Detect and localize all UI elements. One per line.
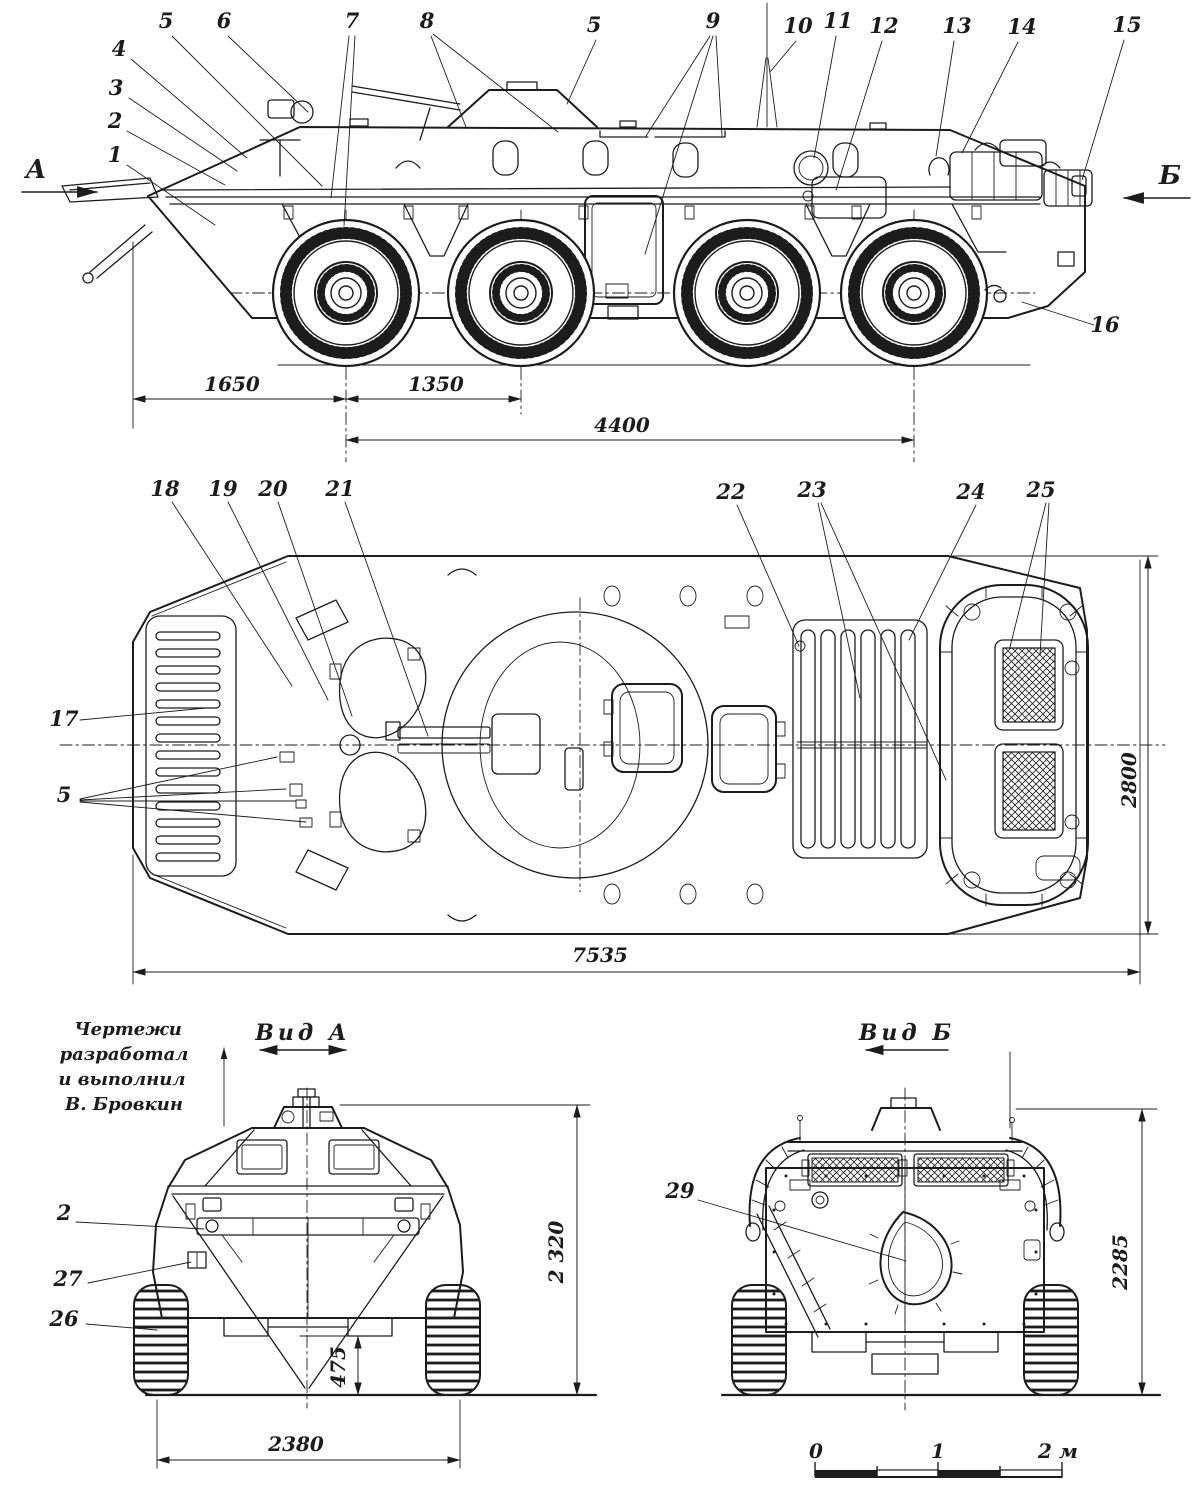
view-arrow-a-label: А xyxy=(23,155,46,185)
callout-14: 14 xyxy=(1007,14,1036,39)
credit-line-2: разработал xyxy=(60,1044,189,1065)
credit-line-4: В. Бровкин xyxy=(64,1094,183,1115)
callout-6: 6 xyxy=(217,8,232,33)
dim-1650: 1650 xyxy=(204,372,260,396)
callout-7: 7 xyxy=(345,8,360,33)
dim-1350: 1350 xyxy=(408,372,464,396)
callout-12: 12 xyxy=(869,13,898,38)
callout-5b: 5 xyxy=(587,12,602,37)
callout-15: 15 xyxy=(1112,12,1141,37)
callout-8: 8 xyxy=(419,8,435,33)
callout-11: 11 xyxy=(823,8,852,33)
dim-2285: 2285 xyxy=(1108,1234,1132,1291)
scale-label-0: 0 xyxy=(809,1439,823,1463)
side-view-drawing xyxy=(21,2,1191,463)
top-view-drawing xyxy=(59,501,1166,985)
callout-19: 19 xyxy=(208,476,238,501)
callout-21: 21 xyxy=(324,476,354,501)
dim-7535: 7535 xyxy=(572,943,628,967)
front-view-title: Вид А xyxy=(254,1020,350,1046)
callout-29: 29 xyxy=(664,1178,695,1203)
credit-line-1: Чертежи xyxy=(74,1019,182,1040)
dim-2380: 2380 xyxy=(267,1432,324,1456)
callout-20: 20 xyxy=(257,476,288,501)
callout-5a: 5 xyxy=(159,8,174,33)
rear-view-drawing xyxy=(697,1044,1162,1411)
credit-line-3: и выполнил xyxy=(58,1069,185,1090)
callout-25: 25 xyxy=(1025,477,1055,502)
dim-4400: 4400 xyxy=(594,413,650,437)
dim-475: 475 xyxy=(326,1346,350,1388)
scale-label-2: 2 м xyxy=(1037,1439,1078,1463)
callout-2-front: 2 xyxy=(56,1200,72,1225)
front-view-drawing xyxy=(75,1044,598,1469)
scale-label-1: 1 xyxy=(931,1439,945,1463)
callout-22: 22 xyxy=(715,479,745,504)
view-arrow-b-label: Б xyxy=(1158,161,1181,191)
callout-26: 26 xyxy=(48,1306,79,1331)
callout-17: 17 xyxy=(49,706,79,731)
callout-4: 4 xyxy=(112,36,127,61)
callout-3: 3 xyxy=(109,75,124,100)
dim-2320: 2 320 xyxy=(544,1221,568,1285)
callout-9: 9 xyxy=(706,8,721,33)
callout-13: 13 xyxy=(942,13,971,38)
callout-24: 24 xyxy=(955,479,985,504)
dim-2800: 2800 xyxy=(1117,752,1141,809)
callout-1: 1 xyxy=(108,142,123,167)
rear-view-title: Вид Б xyxy=(858,1020,955,1046)
callout-10: 10 xyxy=(783,13,813,38)
callout-16: 16 xyxy=(1090,312,1120,337)
scale-bar xyxy=(814,1462,1063,1478)
text-layer: 1 2 3 4 5 6 7 8 5 9 10 11 12 13 14 15 16… xyxy=(23,8,1181,1463)
callout-2: 2 xyxy=(107,108,123,133)
callout-27: 27 xyxy=(52,1266,83,1291)
callout-23: 23 xyxy=(796,477,826,502)
callout-5c: 5 xyxy=(57,782,72,807)
callout-18: 18 xyxy=(150,476,180,501)
